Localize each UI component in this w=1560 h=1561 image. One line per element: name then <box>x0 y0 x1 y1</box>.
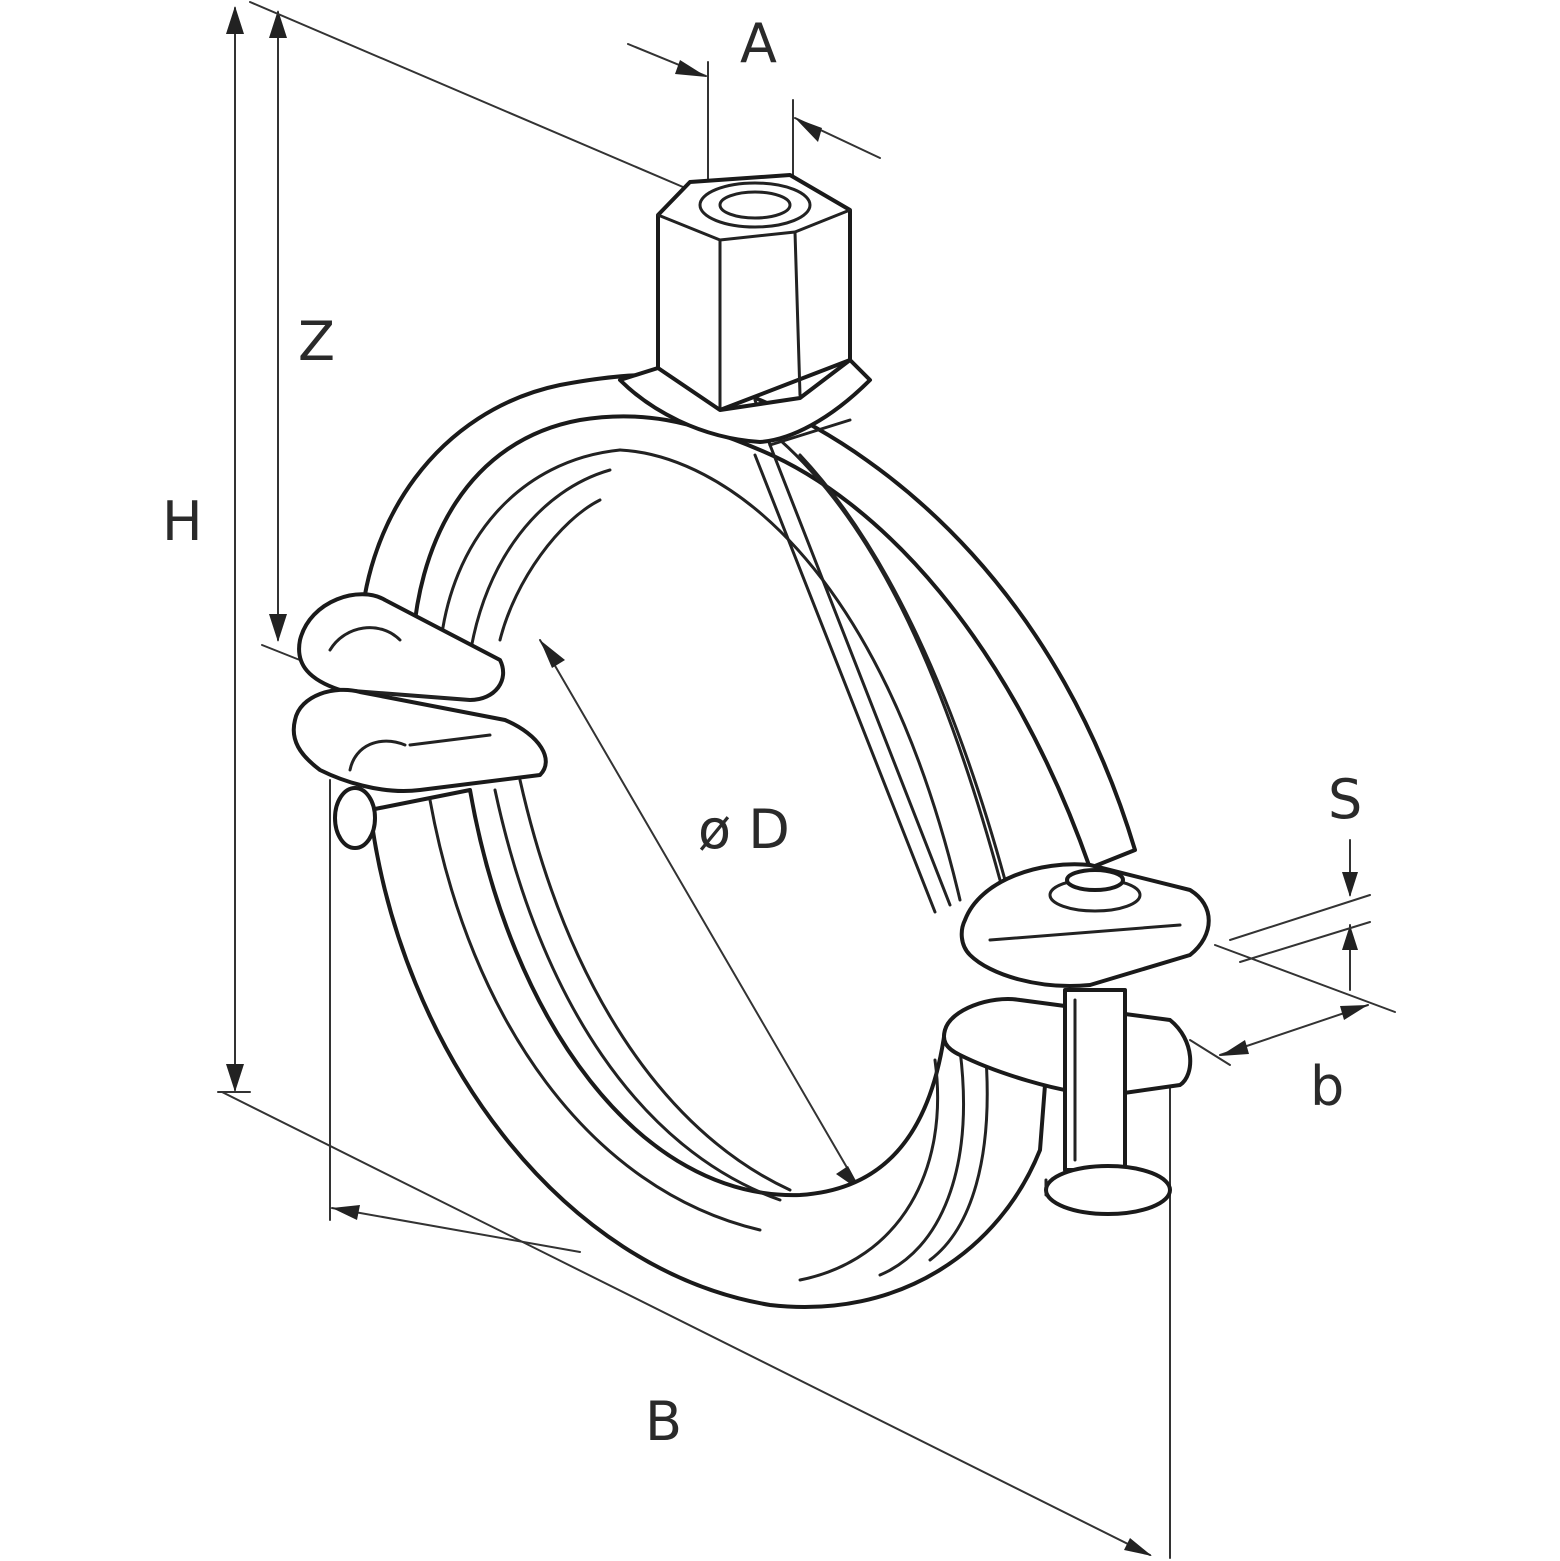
label-h: H <box>162 490 203 553</box>
dimension-s <box>1229 839 1371 991</box>
label-z: Z <box>298 310 335 373</box>
label-b: B <box>645 1390 682 1453</box>
dimension-b-small <box>1189 944 1396 1066</box>
label-d: ø D <box>698 798 790 861</box>
dimension-a <box>627 43 881 181</box>
dimension-h <box>217 6 251 1093</box>
label-b-small: b <box>1310 1055 1344 1118</box>
label-s: S <box>1328 768 1362 831</box>
dimension-b <box>221 779 1171 1559</box>
extension-line-top <box>249 1 691 191</box>
label-a: A <box>740 12 777 75</box>
clamp-body <box>291 173 1211 1309</box>
dimension-z <box>261 10 331 673</box>
